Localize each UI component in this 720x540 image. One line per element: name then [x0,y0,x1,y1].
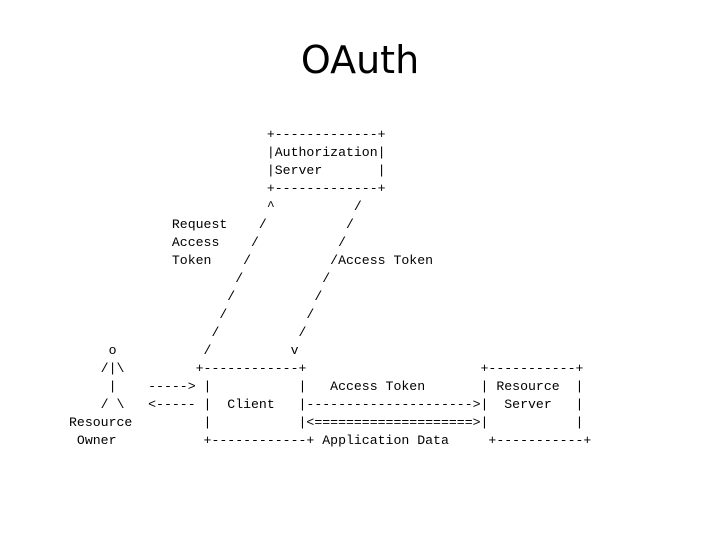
diagram-line: Token / /Access Token [69,253,434,268]
diagram-line: o / v [69,343,299,358]
diagram-line: +-------------+ [69,127,386,142]
diagram-line: ^ / [69,199,362,214]
diagram-line: |Authorization| [69,145,386,160]
diagram-line: / / [69,271,331,286]
diagram-line: +-------------+ [69,181,386,196]
diagram-line: Request / / [69,217,354,232]
diagram-line: / / [69,325,307,340]
diagram-line: / / [69,307,315,322]
diagram-line: Resource | |<====================>| | [69,415,584,430]
diagram-line: Owner +------------+ Application Data +-… [69,433,592,448]
diagram-line: Access / / [69,235,346,250]
diagram-line: |Server | [69,163,386,178]
diagram-line: /|\ +------------+ +-----------+ [69,361,584,376]
diagram-line: / \ <----- | Client |-------------------… [69,397,584,412]
diagram-line: | -----> | | Access Token | Resource | [69,379,584,394]
slide-title: OAuth [300,38,420,82]
diagram-line: / / [69,289,323,304]
oauth-ascii-diagram: +-------------+ |Authorization| |Server … [69,126,591,450]
